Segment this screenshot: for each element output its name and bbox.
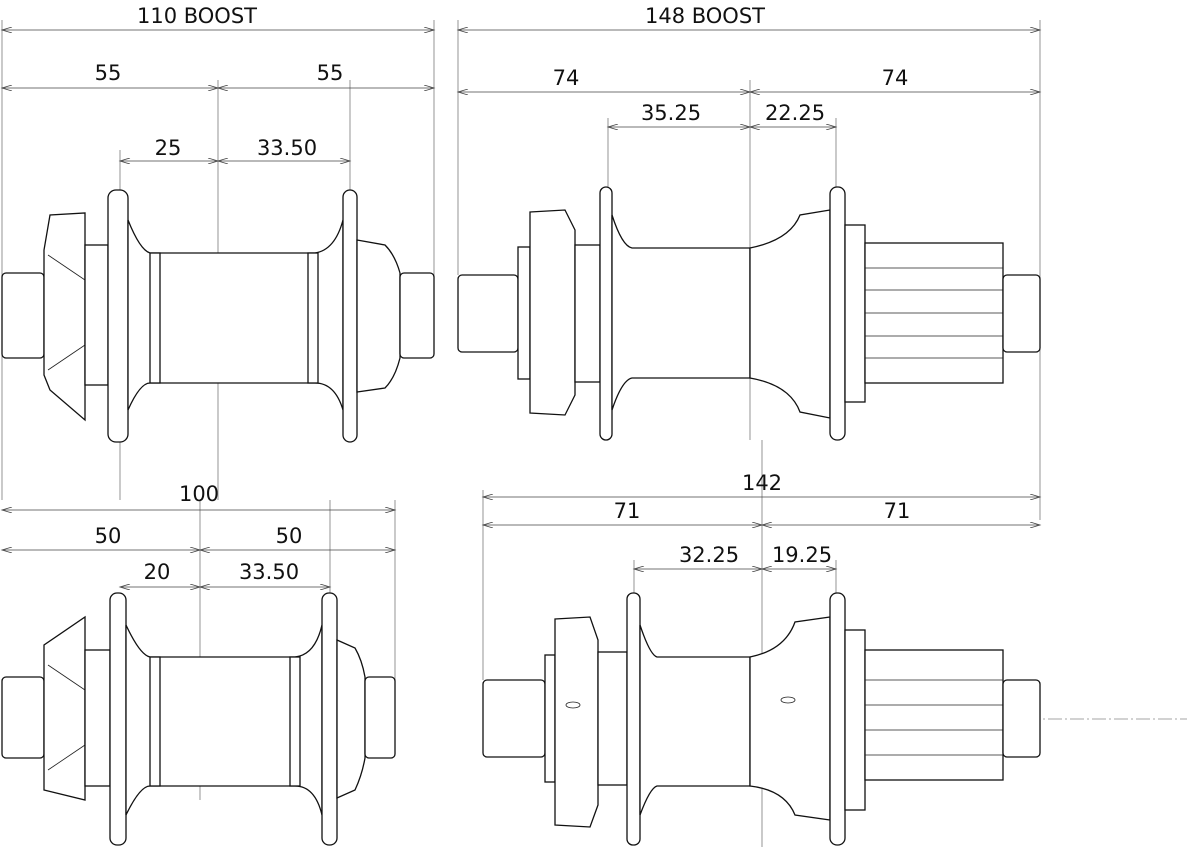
dimension-label-overall: 100 xyxy=(179,482,219,506)
rear-142-view: 142 71 71 32.25 19.25 xyxy=(483,440,1187,847)
front-hub-outline xyxy=(1,189,435,443)
dimension-label: 22.25 xyxy=(765,101,825,125)
front-hub-outline xyxy=(1,592,396,846)
front-100-view: 100 50 50 20 33.50 xyxy=(1,482,396,846)
dimension-label: 74 xyxy=(553,66,580,90)
dimension-label: 33.50 xyxy=(239,560,299,584)
rear-148-boost-view: 148 BOOST 74 74 35.25 22.25 xyxy=(458,4,1040,520)
dimensions: 110 BOOST 55 55 25 33.50 xyxy=(2,4,434,500)
dimension-label-title: 148 BOOST xyxy=(645,4,765,28)
dimension-label: 33.50 xyxy=(257,136,317,160)
dimension-label: 50 xyxy=(276,524,303,548)
dimension-label: 74 xyxy=(882,66,909,90)
dimension-label: 71 xyxy=(884,499,911,523)
dimension-label-overall: 142 xyxy=(742,471,782,495)
dimension-label: 32.25 xyxy=(679,543,739,567)
dimension-label: 71 xyxy=(614,499,641,523)
dimension-label: 50 xyxy=(95,524,122,548)
dimensions: 100 50 50 20 33.50 xyxy=(2,482,395,800)
rear-hub-outline xyxy=(457,186,1041,441)
rear-hub-outline xyxy=(482,592,1041,846)
dimension-label: 35.25 xyxy=(641,101,701,125)
dimension-label: 55 xyxy=(317,61,344,85)
dimensions: 148 BOOST 74 74 35.25 22.25 xyxy=(458,4,1040,520)
dimensions: 142 71 71 32.25 19.25 xyxy=(483,440,1187,847)
dimension-label: 55 xyxy=(95,61,122,85)
dimension-label: 20 xyxy=(144,560,171,584)
dimension-label: 19.25 xyxy=(772,543,832,567)
dimension-label: 25 xyxy=(155,136,182,160)
dimension-label-title: 110 BOOST xyxy=(137,4,257,28)
front-110-boost-view: 110 BOOST 55 55 25 33.50 xyxy=(2,4,434,500)
